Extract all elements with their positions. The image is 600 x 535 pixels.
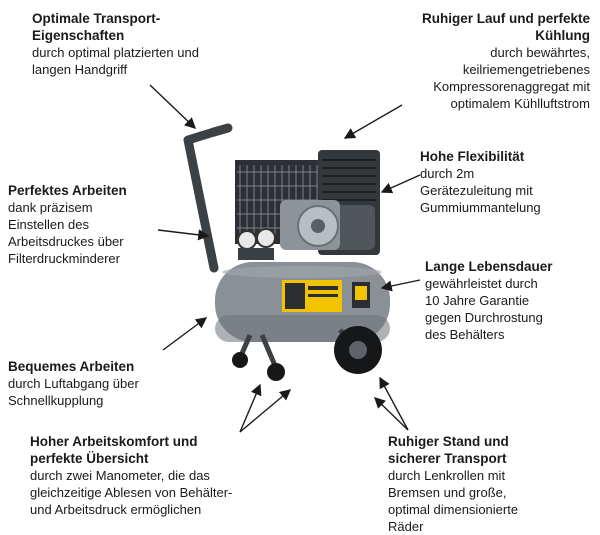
gauges [237,228,276,260]
callout-comfort: Bequemes Arbeiten durch Luftabgang über … [8,358,208,409]
callout-body: gewährleistet durch 10 Jahre Garantie ge… [425,276,543,342]
callout-cooling: Ruhiger Lauf und perfekte Kühlung durch … [360,10,590,112]
callout-body: durch optimal platzierten und langen Han… [32,45,199,77]
callout-body: durch 2m Gerätezuleitung mit Gummiummant… [420,166,541,215]
callout-life: Lange Lebensdauer gewährleistet durch 10… [425,258,595,343]
callout-title: Ruhiger Stand und sicherer Transport [388,434,509,466]
callout-body: durch zwei Manometer, die das gleichzeit… [30,468,233,517]
callout-title: Bequemes Arbeiten [8,359,135,374]
callout-working: Perfektes Arbeiten dank präzisem Einstel… [8,182,173,267]
wheels [232,326,382,381]
handle [183,127,219,273]
callout-title: Perfektes Arbeiten [8,183,127,198]
callout-flex: Hohe Flexibilität durch 2m Gerätezuleitu… [420,148,595,216]
callout-body: durch Luftabgang über Schnellkupplung [8,376,139,408]
motor [280,200,340,250]
callout-overview: Hoher Arbeitskomfort und perfekte Übersi… [30,433,290,518]
callout-title: Hoher Arbeitskomfort und perfekte Übersi… [30,434,198,466]
tank [215,262,390,342]
callout-body: durch Lenkrollen mit Bremsen und große, … [388,468,519,534]
callout-body: durch bewährtes, keilriemengetriebenes K… [433,45,590,111]
callout-title: Hohe Flexibilität [420,149,525,164]
callout-stand: Ruhiger Stand und sicherer Transport dur… [388,433,588,535]
callout-title: Optimale Transport- Eigenschaften [32,11,161,43]
callout-transport: Optimale Transport- Eigenschaften durch … [32,10,262,78]
callout-arrows [149,84,421,433]
callout-body: dank präzisem Einstellen des Arbeitsdruc… [8,200,124,266]
callout-title: Lange Lebensdauer [425,259,553,274]
callout-title: Ruhiger Lauf und perfekte Kühlung [421,11,590,43]
